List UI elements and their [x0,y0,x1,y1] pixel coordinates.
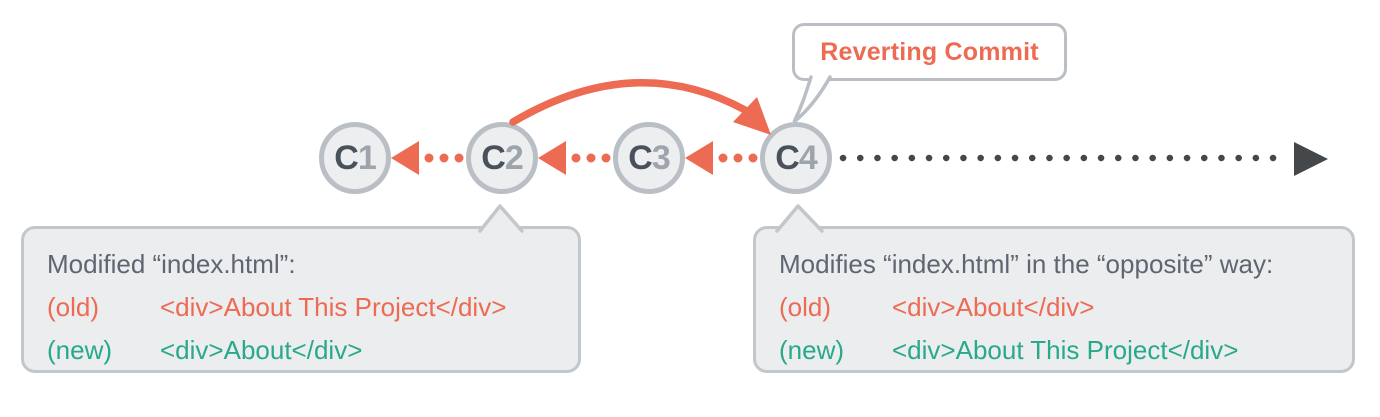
commit-number: 3 [651,138,671,177]
parent-arrow-c2-to-c1 [391,141,464,175]
note-box-c4-change: Modifies “index.html” in the “opposite” … [753,226,1355,373]
commit-letter: C [481,138,506,177]
callout-label: Reverting Commit [820,37,1039,66]
note-old-line: (old) <div>About</div> [779,286,1352,329]
note-old-line: (old) <div>About This Project</div> [47,286,578,329]
commit-letter: C [628,138,653,177]
note-title: Modified “index.html”: [47,249,296,279]
new-label: (new) [779,335,845,365]
commit-letter: C [334,138,359,177]
parent-arrow-c3-to-c2 [538,141,611,175]
note-box-c2-change: Modified “index.html”: (old) <div>About T… [21,226,581,373]
new-label: (new) [47,335,113,365]
timeline-dotted-arrow [839,142,1328,176]
old-label: (old) [47,292,100,322]
reverting-commit-callout: Reverting Commit [792,23,1067,81]
old-label: (old) [779,292,832,322]
old-code: <div>About This Project</div> [160,292,507,322]
new-code: <div>About</div> [160,335,363,365]
commit-number: 4 [798,138,818,177]
note-title: Modifies “index.html” in the “opposite” … [779,249,1274,279]
note-new-line: (new) <div>About This Project</div> [779,329,1352,372]
note-new-line: (new) <div>About</div> [47,329,578,372]
callout-tail [792,75,832,124]
parent-arrow-c4-to-c3 [685,141,758,175]
old-code: <div>About</div> [892,292,1095,322]
commit-letter: C [775,138,800,177]
commit-number: 2 [504,138,524,177]
commit-number: 1 [357,138,377,177]
new-code: <div>About This Project</div> [892,335,1239,365]
